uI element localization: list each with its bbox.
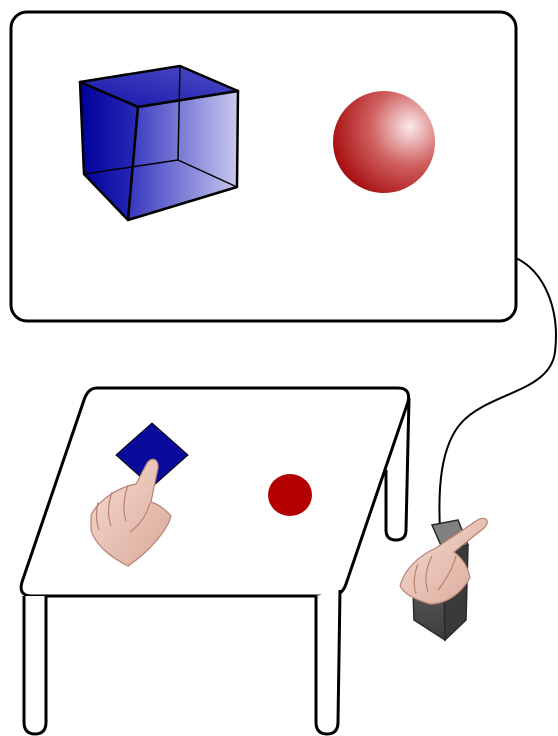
virtual-sphere (333, 91, 435, 193)
table-leg-front-right (316, 590, 340, 734)
table (21, 388, 408, 596)
table-leg-front-left (24, 596, 46, 734)
table-circle-marker (268, 474, 312, 516)
